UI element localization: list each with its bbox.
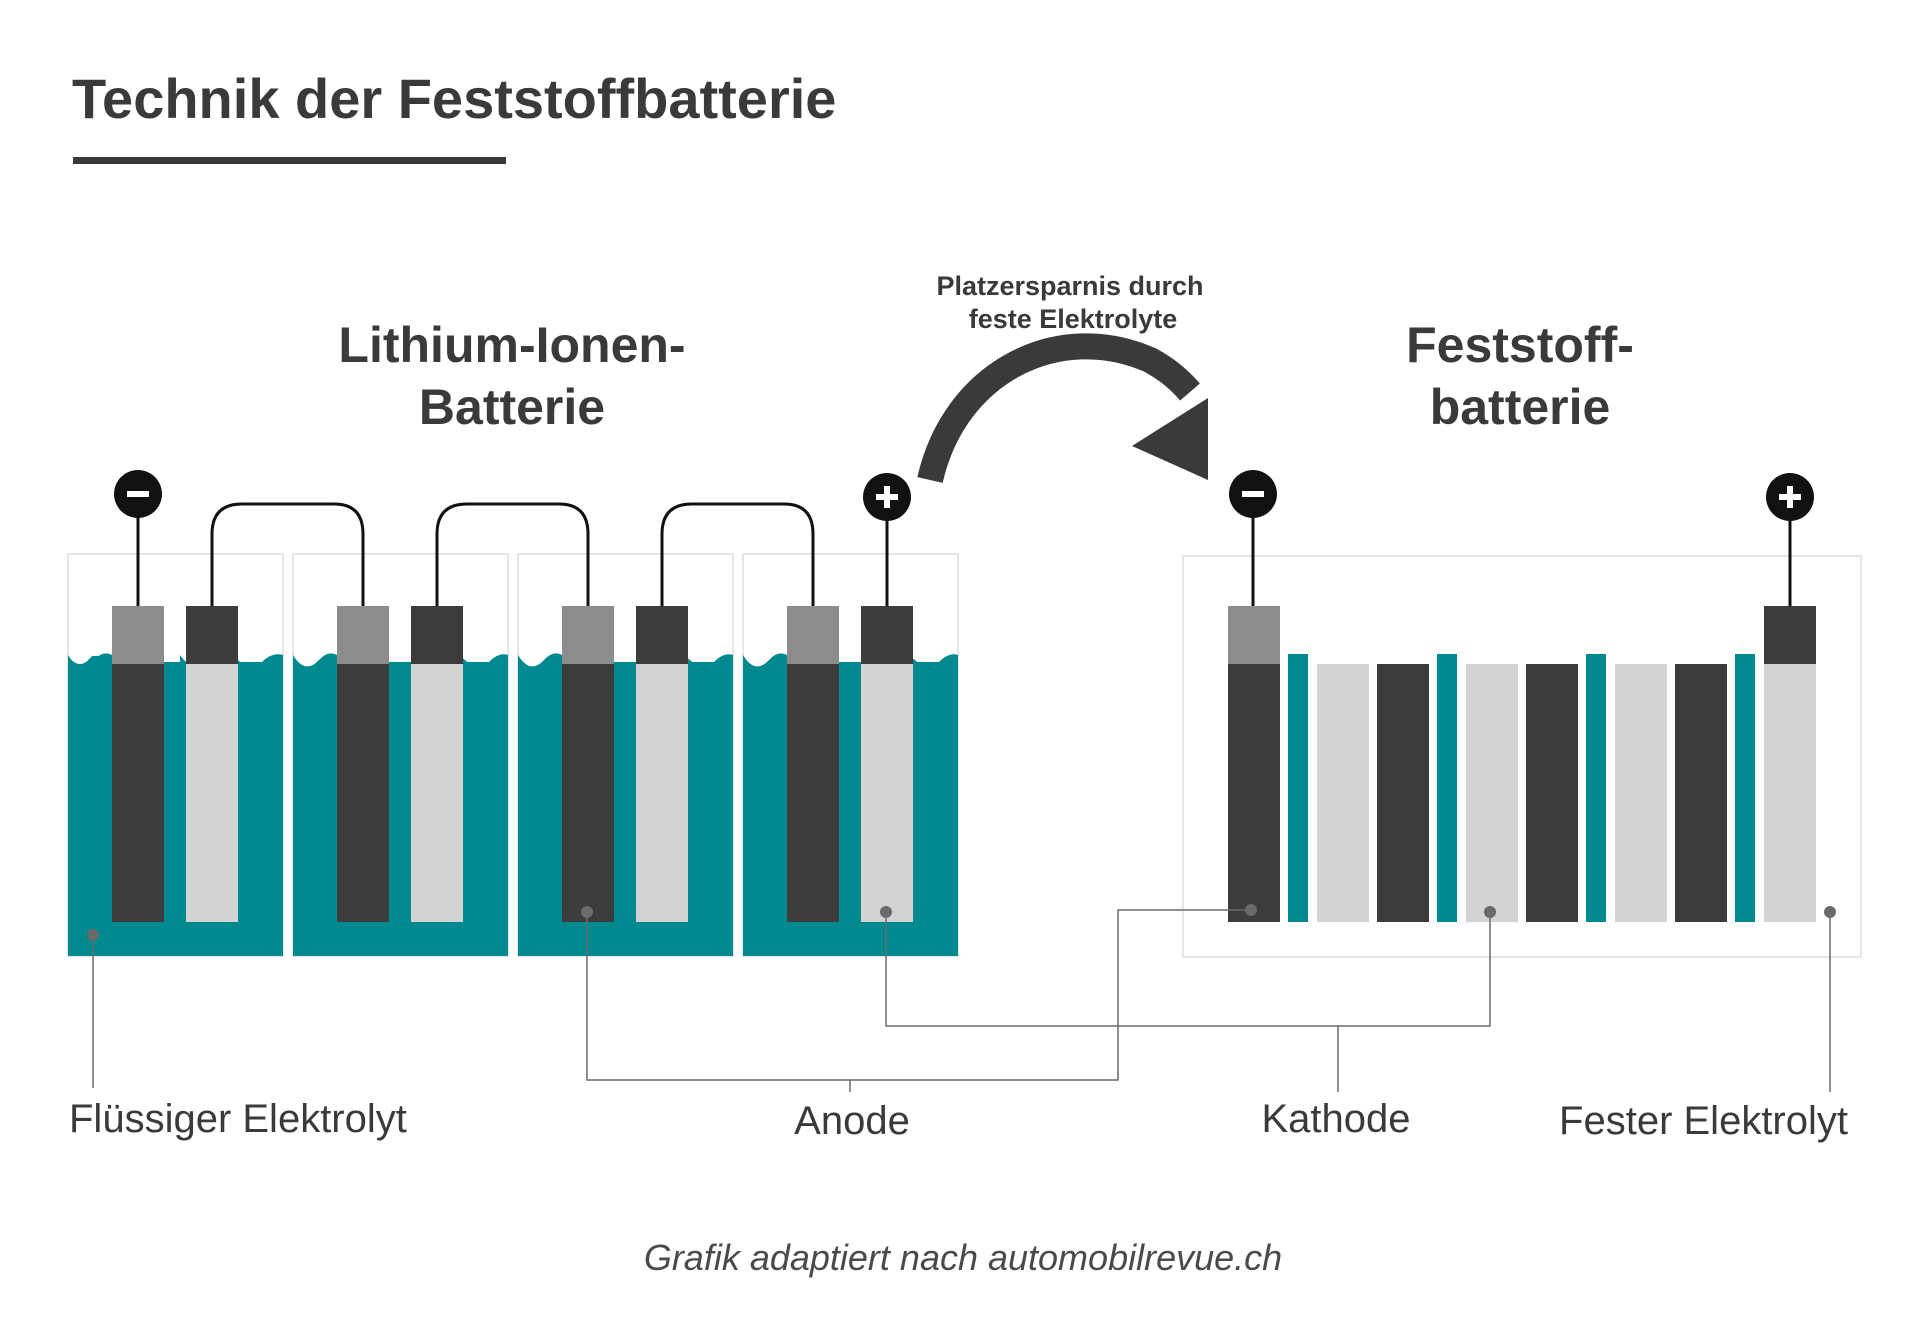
anode-cap [562,606,614,664]
ss-negative-terminal-icon [1229,470,1277,518]
anode-electrode [1377,664,1429,922]
label-solid-electrolyte: Fester Elektrolyt [1559,1099,1848,1143]
li-cell-1 [67,553,284,957]
lithium-ion-title-line1: Lithium-Ionen- [338,317,685,373]
cathode-electrode [1317,664,1369,922]
arrow-caption-line2: feste Elektrolyte [969,304,1178,334]
li-cell-4 [742,553,959,957]
anode-cap [112,606,164,664]
cathode-cap [186,606,238,664]
page-title: Technik der Feststoffbatterie [72,67,836,130]
cathode-cap [636,606,688,664]
anode-electrode [1526,664,1578,922]
leader-lines [92,909,1831,1092]
label-liquid-electrolyte: Flüssiger Elektrolyt [69,1097,407,1141]
ss-positive-terminal-icon [1766,473,1814,521]
li-positive-terminal-icon [863,473,911,521]
solid-electrolyte-layer [1586,654,1606,922]
title-underline [73,157,506,164]
solid-electrolyte-layer [1437,654,1457,922]
cathode-electrode [1466,664,1518,922]
anode-cap [787,606,839,664]
lithium-ion-battery [67,470,959,957]
lithium-ion-title-line2: Batterie [419,379,605,435]
solid-electrolyte-layer [1735,654,1755,922]
cathode-cap [411,606,463,664]
anode-cap [1228,606,1280,664]
label-cathode: Kathode [1261,1097,1410,1141]
cathode-cap [1764,606,1816,664]
cathode-electrode [1615,664,1667,922]
anode-cap [337,606,389,664]
li-negative-terminal-icon [114,470,162,518]
li-cell-3 [517,553,734,957]
leader-dots [87,904,1836,941]
arrow-caption-line1: Platzersparnis durch [936,271,1203,301]
cathode-cap [861,606,913,664]
solid-state-title-line1: Feststoff- [1406,317,1634,373]
solid-electrolyte-layer [1288,654,1308,922]
solid-state-battery [1182,470,1862,958]
li-cell-2 [292,553,509,957]
curved-arrow-icon [917,333,1208,484]
anode-electrode [1675,664,1727,922]
solid-state-frame [1182,555,1862,958]
label-anode: Anode [794,1099,910,1143]
solid-state-title-line2: batterie [1430,379,1611,435]
source-credit: Grafik adaptiert nach automobilrevue.ch [644,1237,1282,1278]
